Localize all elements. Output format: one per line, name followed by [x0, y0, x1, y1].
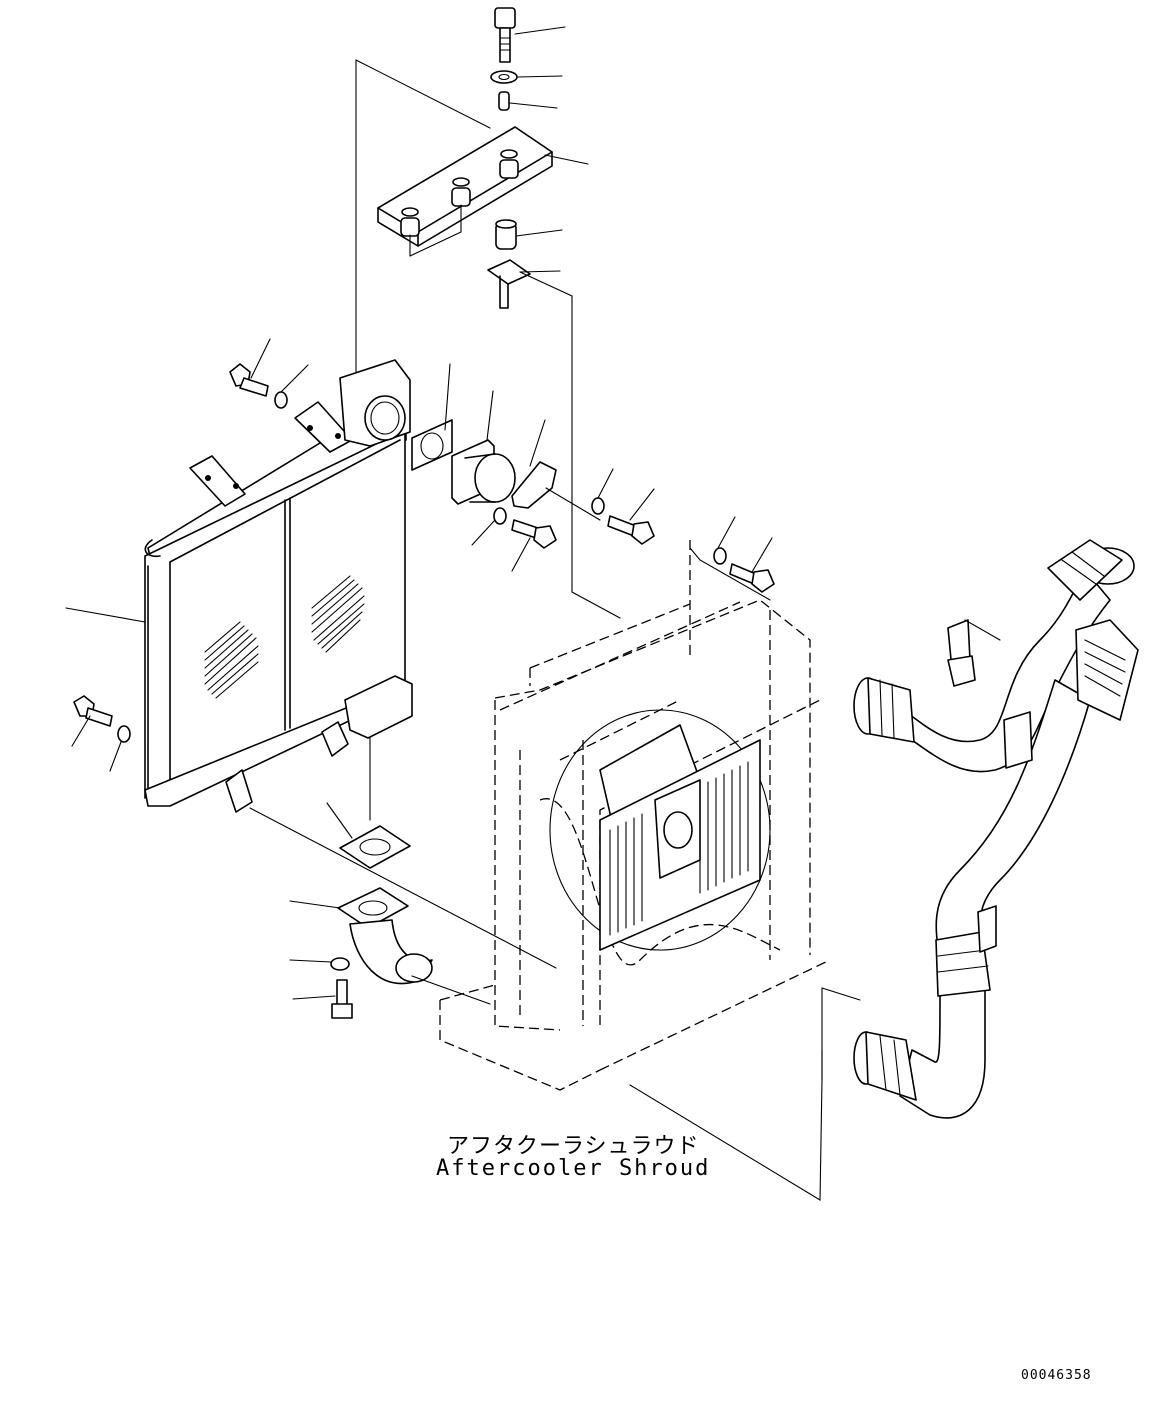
- washer-right-2: [713, 547, 727, 565]
- washer-left-bottom: [117, 725, 131, 743]
- top-washer: [490, 70, 518, 84]
- bolt-right-1: [607, 515, 655, 545]
- bolt-left-bottom: [73, 695, 113, 727]
- reference-lines: [249, 59, 861, 1201]
- hose-clamp-b: [1047, 539, 1135, 601]
- washer-mid: [493, 507, 507, 525]
- small-clamp-bracket: [511, 461, 557, 509]
- bolt-left-top: [229, 363, 269, 397]
- lower-elbow-pipe: [337, 887, 433, 985]
- hose-clamp-c: [1075, 619, 1139, 721]
- lower-bolt: [331, 979, 353, 1019]
- hose-clamp-a: [853, 677, 915, 743]
- bolt-mid: [511, 519, 557, 549]
- document-number: 00046358: [1021, 1368, 1092, 1383]
- callout-leaders: [65, 26, 773, 1000]
- top-collar: [498, 91, 510, 111]
- small-bracket: [487, 259, 531, 309]
- fan-assembly: [549, 709, 771, 951]
- outlet-adapter: [451, 439, 516, 505]
- top-bolt: [494, 7, 516, 63]
- hose-clamp-e: [853, 1031, 917, 1101]
- lower-air-pipe: [853, 619, 1139, 1119]
- upper-bracket-plate: [377, 126, 553, 257]
- aftercooler-shroud: [439, 540, 831, 1091]
- inlet-elbow: [339, 359, 411, 447]
- rubber-mount: [495, 219, 517, 250]
- lower-washer: [330, 957, 350, 971]
- lower-gasket: [339, 825, 411, 869]
- aftercooler-core: [144, 401, 413, 813]
- hose-clamp-d: [935, 931, 991, 997]
- upper-air-pipe: [853, 539, 1135, 773]
- shroud-label-japanese: アフタクーラシュラウド: [447, 1134, 700, 1159]
- washer-right-1: [591, 497, 605, 515]
- shroud-label-english: Aftercooler Shroud: [436, 1156, 711, 1181]
- bolt-right-2: [729, 563, 775, 593]
- upper-gasket: [411, 419, 453, 471]
- washer-left-top: [274, 391, 288, 409]
